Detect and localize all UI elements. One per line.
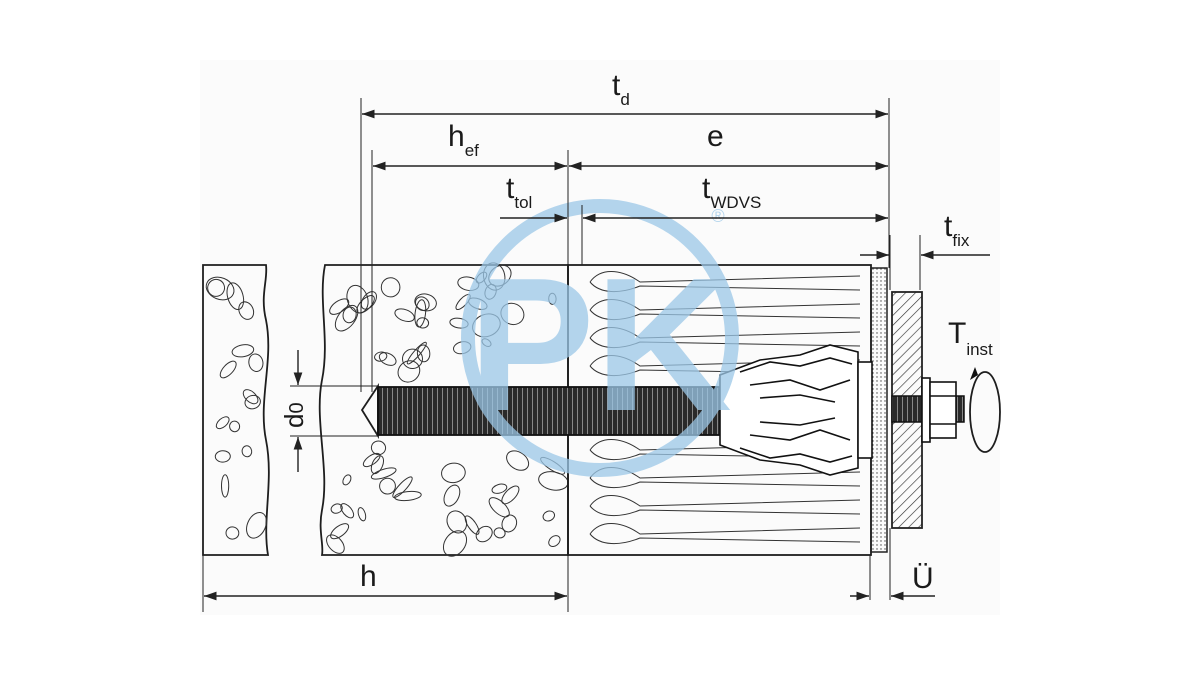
aggregate-stone	[394, 308, 415, 322]
washer-and-nut	[921, 377, 957, 443]
aggregate-stone	[242, 389, 259, 405]
aggregate-stone	[326, 534, 345, 554]
aggregate-stone	[244, 394, 261, 410]
aggregate-stone	[491, 483, 508, 494]
aggregate-stone	[246, 511, 267, 539]
aggregate-stone	[340, 503, 355, 519]
aggregate-stone	[380, 277, 401, 298]
aggregate-stone	[506, 450, 530, 471]
aggregate-stone	[481, 338, 492, 347]
aggregate-stone	[330, 523, 350, 540]
aggregate-stone	[493, 527, 506, 539]
aggregate-stone	[248, 353, 264, 372]
aggregate-stone	[442, 530, 468, 557]
aggregate-stone	[215, 416, 230, 430]
insulation-fibre	[589, 271, 861, 292]
dimension-lines	[204, 109, 990, 601]
aggregate-stone	[379, 477, 396, 495]
aggregate-stone	[500, 302, 525, 326]
aggregate-stone	[360, 291, 377, 310]
aggregate-stone	[475, 525, 493, 543]
aggregate-stone	[414, 296, 430, 312]
aggregate-stone	[397, 360, 421, 383]
label-ttol: ttol	[506, 172, 532, 212]
aggregate-stone	[441, 462, 466, 484]
aggregate-stone	[542, 510, 556, 522]
aggregate-stone	[416, 317, 430, 329]
aggregate-stone	[378, 352, 397, 366]
aggregate-stone	[402, 348, 423, 370]
aggregate-stone	[342, 474, 352, 486]
aggregate-stone	[443, 484, 461, 507]
aggregate-stone	[394, 490, 422, 502]
aggregate-stone	[219, 360, 237, 379]
insulation-fibre	[589, 299, 861, 320]
aggregate-stone	[548, 535, 561, 548]
watermark-text: PK	[468, 239, 732, 451]
aggregate-stone	[406, 341, 427, 365]
diagram-background	[200, 60, 1000, 615]
aggregate-stone	[370, 455, 385, 475]
aggregate-stone	[229, 420, 241, 433]
aggregate-stone	[214, 450, 231, 463]
aggregate-stone	[488, 497, 510, 518]
aggregate-stone	[548, 292, 557, 305]
aggregate-stone	[205, 276, 235, 301]
label-h: h	[360, 560, 377, 593]
label-u: Ü	[912, 562, 934, 595]
torque-arrow-icon	[969, 367, 1001, 453]
label-tinst: Tinst	[948, 317, 993, 359]
aggregate-stone	[357, 507, 367, 522]
label-d0: d0	[279, 402, 309, 428]
aggregate-stone	[241, 445, 253, 458]
label-e: e	[707, 120, 724, 153]
aggregate-stone	[334, 304, 359, 332]
aggregate-stone	[221, 474, 230, 498]
aggregate-stone	[356, 295, 375, 314]
label-tfix: tfix	[944, 210, 970, 250]
watermark-logo: PK ®	[461, 199, 739, 477]
extension-lines	[202, 98, 921, 612]
aggregate-stone	[225, 526, 240, 540]
aggregate-stone	[330, 503, 343, 514]
aggregate-stone	[231, 344, 255, 358]
insulation-fibre	[589, 327, 861, 348]
label-twdvs: tWDVS	[702, 172, 761, 212]
expansion-sleeve	[719, 344, 873, 476]
render-layer	[870, 267, 888, 553]
aggregate-stone	[416, 344, 431, 363]
aggregate-stone	[392, 476, 413, 498]
aggregate-stone	[370, 467, 397, 480]
aggregate-stone	[464, 515, 480, 535]
aggregate-stone	[207, 278, 226, 297]
watermark-registered: ®	[711, 206, 724, 226]
aggregate-stone	[238, 301, 255, 320]
aggregate-stone	[362, 452, 381, 468]
aggregate-stone	[501, 514, 518, 533]
label-hef: hef	[448, 120, 479, 160]
aggregate-stone	[370, 440, 387, 456]
insulation-fibre	[589, 439, 861, 460]
insulation-fibre	[589, 523, 861, 544]
aggregate-stone	[329, 298, 350, 315]
insulation-fibre	[589, 355, 861, 376]
concrete-substrate-left	[202, 264, 270, 556]
aggregate-stone	[484, 283, 497, 300]
aggregate-stone	[342, 306, 357, 324]
label-td: td	[612, 69, 630, 109]
insulation-fibre	[589, 495, 861, 516]
